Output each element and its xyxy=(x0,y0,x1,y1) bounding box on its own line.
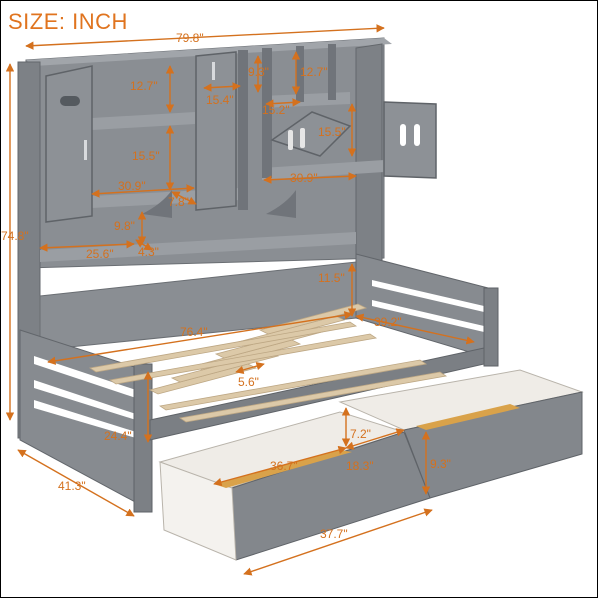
door-slot-1 xyxy=(288,130,293,150)
arch-support-right xyxy=(266,190,296,218)
dimension-labels: 79.8" 74.8" 41.3" 12.7" 9.3" 12.7" 15.4"… xyxy=(1,31,451,541)
slat xyxy=(158,359,428,411)
label-overall-width: 79.8" xyxy=(176,31,204,45)
label-overall-height: 74.8" xyxy=(1,229,29,243)
label-mid-cube-height: 9.3" xyxy=(248,65,269,79)
cabinet-door-center xyxy=(195,51,237,211)
dim-line-30-9-right xyxy=(263,172,357,184)
label-right-shelf-width: 30.9" xyxy=(290,171,318,185)
drawer-left-side xyxy=(159,461,237,561)
dim-line-7-8 xyxy=(171,191,197,205)
dim-line-25-6 xyxy=(39,240,135,252)
dim-line-39-2 xyxy=(355,313,475,345)
label-left-shelf-height: 15.5" xyxy=(132,149,160,163)
front-slot-2 xyxy=(34,380,136,420)
shelf-bottom xyxy=(40,232,356,262)
front-slot-3 xyxy=(34,400,136,438)
dim-line-18-3 xyxy=(345,428,405,450)
dimension-lines xyxy=(5,24,475,576)
divider-2 xyxy=(262,48,272,178)
dim-line-15-2 xyxy=(265,98,301,108)
dim-line-15-4 xyxy=(203,82,241,92)
label-right-shelf-height: 15.5" xyxy=(318,125,346,139)
front-slot-1 xyxy=(34,356,136,398)
slat xyxy=(178,371,448,423)
label-right-top-cube-height: 12.7" xyxy=(300,65,328,79)
dim-line-37-7 xyxy=(243,508,433,576)
cabinet-door-left xyxy=(45,65,93,223)
label-divider-depth: 7.8" xyxy=(168,195,189,209)
label-side-height: 24.4" xyxy=(104,429,132,443)
label-bottom-shelf-depth: 4.3" xyxy=(138,245,159,259)
dim-line-5-6 xyxy=(235,362,265,374)
door-slot-2 xyxy=(300,128,305,148)
label-drawer-length: 37.7" xyxy=(320,527,348,541)
door-handle-bar-center xyxy=(212,62,215,80)
arch-support-left xyxy=(142,190,172,218)
cabinet-door-right xyxy=(383,101,437,179)
label-lower-shelf-height: 9.8" xyxy=(114,219,135,233)
label-small-cube-width-2: 15.2" xyxy=(262,103,290,117)
dim-line-36-7 xyxy=(213,445,347,487)
dim-line-76-4 xyxy=(47,311,353,365)
divider-4 xyxy=(328,44,336,100)
footboard-slot-1 xyxy=(372,280,484,312)
drawer-wood-edge-2 xyxy=(416,404,520,430)
label-depth: 41.3" xyxy=(58,479,86,493)
dim-line-30-9-left xyxy=(91,184,195,198)
label-left-shelf-width: 30.9" xyxy=(118,179,146,193)
label-mattress-width: 39.2" xyxy=(374,315,402,329)
footboard-post xyxy=(483,287,499,367)
label-drawer-height: 9.3" xyxy=(430,457,451,471)
bookcase-headboard xyxy=(17,37,437,439)
door-handle-slot xyxy=(60,96,80,106)
label-small-cube-width: 15.4" xyxy=(206,93,234,107)
door-handle-bar xyxy=(84,140,87,160)
label-slat-gap: 5.6" xyxy=(238,375,259,389)
divider-1 xyxy=(238,50,248,210)
label-drawer-inner-length: 36.7" xyxy=(270,459,298,473)
label-back-panel-height: 11.5" xyxy=(318,271,345,285)
dim-line-depth xyxy=(17,449,135,517)
dim-line-width xyxy=(25,24,385,50)
label-drawer-inner-width: 18.3" xyxy=(346,459,374,473)
door-slot-3 xyxy=(400,124,406,146)
label-left-cube-height: 12.7" xyxy=(130,79,158,93)
dim-line-4-3 xyxy=(135,239,153,251)
label-drawer-inner-depth: 7.2" xyxy=(350,427,371,441)
label-bottom-shelf-width: 25.6" xyxy=(86,247,114,261)
label-mattress-length: 76.4" xyxy=(180,325,208,339)
front-post xyxy=(133,363,153,513)
door-slot-4 xyxy=(414,124,420,146)
right-post xyxy=(355,43,383,271)
